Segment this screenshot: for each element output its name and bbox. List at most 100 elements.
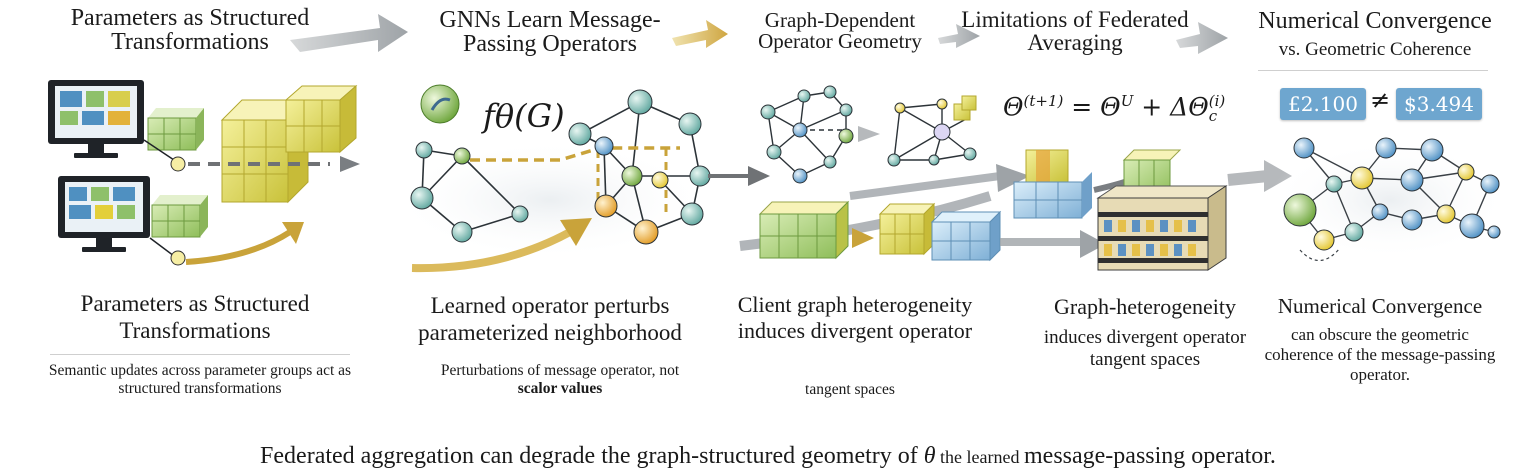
graph-node	[1457, 163, 1475, 181]
footer-part-c: message-passing operator.	[1024, 443, 1276, 469]
step5-title: Numerical Convergence	[1258, 8, 1492, 34]
graph-node	[511, 205, 529, 223]
cube-block	[147, 108, 204, 151]
equation-rhs-sub: c	[1208, 106, 1218, 125]
graph-node	[678, 112, 702, 136]
graph-node	[410, 186, 434, 210]
graph-node	[568, 122, 592, 146]
caption-4-main: Graph-heterogeneity	[1053, 294, 1237, 319]
header-arrows	[290, 14, 1228, 54]
footer-part-a: Federated aggregation can degrade the gr…	[260, 443, 924, 469]
caption-5-main: Numerical Convergence	[1277, 294, 1483, 318]
graph-node	[797, 89, 811, 103]
graph-node	[621, 165, 643, 187]
graph-node	[1375, 137, 1397, 159]
header-arrow-1	[290, 14, 408, 52]
cube-block	[151, 195, 208, 238]
graph-node	[1283, 193, 1317, 227]
step5-title-rule	[1258, 70, 1488, 71]
footer-part-b: the learned	[935, 447, 1024, 467]
step3-title: Graph-Dependent Operator Geometry	[758, 8, 922, 53]
graph-node	[1459, 213, 1485, 239]
cube-block	[758, 200, 850, 260]
panel5-illustration	[1270, 137, 1510, 262]
caption-2-main: Learned operator perturbs parameterized …	[418, 293, 682, 346]
graph-node	[766, 144, 782, 160]
caption-1-main: Parameters as Structured Transformations	[80, 291, 310, 344]
panel3-illustration	[739, 85, 1106, 262]
graph-node	[792, 168, 808, 184]
arrow-head	[852, 228, 874, 248]
graph-node	[1400, 168, 1424, 192]
graph-node	[792, 122, 808, 138]
step5-subtitle: vs. Geometric Coherence	[1278, 39, 1472, 60]
graph-node	[838, 128, 854, 144]
graph-node	[1313, 229, 1335, 251]
step2-title: GNNs Learn Message-Passing Operators	[439, 7, 661, 57]
equation-rhs-sup: (i)	[1208, 91, 1226, 110]
graph-node	[839, 103, 853, 117]
graph-node	[1325, 175, 1343, 193]
arrow-head	[560, 218, 592, 246]
cube-block	[284, 84, 358, 154]
value-badge-right: $3.494	[1396, 88, 1482, 120]
operator-formula: fθ(G)	[483, 97, 565, 135]
graph-node	[689, 165, 711, 187]
panel1-illustration	[48, 80, 360, 266]
cube-block	[1013, 149, 1092, 219]
arrow-head	[1080, 230, 1106, 258]
step1-title: Parameters as Structured Transformations	[70, 5, 310, 55]
server-stack	[1096, 185, 1228, 271]
footer-theta: θ	[923, 443, 936, 469]
monitor-icon	[58, 176, 150, 252]
equation-lhs: Θ	[1003, 92, 1024, 122]
arrow-head	[858, 126, 880, 142]
graph-node	[963, 147, 977, 161]
caption-2-sub-bold: scalor values	[517, 380, 603, 398]
graph-node	[594, 194, 618, 218]
graph-node	[936, 98, 948, 110]
graph-node	[1344, 222, 1364, 242]
equation-rhs: + ΔΘ	[1133, 92, 1209, 122]
caption-3-main: Client graph heterogeneity induces diver…	[737, 292, 973, 343]
graph-node	[415, 141, 433, 159]
equation-mid: = Θ	[1063, 92, 1121, 122]
caption-divider	[50, 354, 350, 355]
cube-block	[930, 210, 1002, 262]
footer-statement: Federated aggregation can degrade the gr…	[0, 443, 1536, 470]
equation-mid-sup: U	[1120, 92, 1134, 110]
cube-block	[878, 202, 936, 256]
graph-node	[1436, 204, 1456, 224]
arrow-head	[996, 164, 1030, 192]
header-arrow-3	[938, 24, 980, 48]
graph-node	[823, 155, 837, 169]
header-arrow-4	[1176, 22, 1228, 54]
caption-3-sub: tangent spaces	[805, 381, 895, 398]
graph-node	[627, 89, 653, 115]
graph-node	[1487, 225, 1501, 239]
not-equal-sign: ≠	[1370, 86, 1391, 114]
graph-node	[823, 85, 837, 99]
arrow-head	[748, 166, 770, 186]
graph-node	[1350, 166, 1374, 190]
graph-node	[1480, 174, 1500, 194]
graph-node	[633, 219, 659, 245]
equation-lhs-sup: (t+1)	[1023, 92, 1064, 110]
arrow-head	[1264, 160, 1292, 192]
graph-node	[1371, 203, 1389, 221]
graph-node	[1293, 137, 1315, 159]
graph-node	[451, 221, 473, 243]
graph-node	[453, 147, 471, 165]
arrow-head	[282, 222, 304, 244]
panel2-illustration	[390, 84, 770, 273]
caption-1-sub: Semantic updates across parameter groups…	[48, 362, 352, 398]
graph-node	[894, 102, 906, 114]
graph-node	[933, 123, 951, 141]
update-equation: Θ(t+1) = ΘU + ΔΘ(i)c	[1003, 92, 1225, 124]
arrow-head	[340, 156, 360, 172]
caption-2-sub-text: Perturbations of message operator, not	[440, 362, 680, 379]
monitor-icon	[48, 80, 144, 158]
graph-node	[887, 153, 901, 167]
